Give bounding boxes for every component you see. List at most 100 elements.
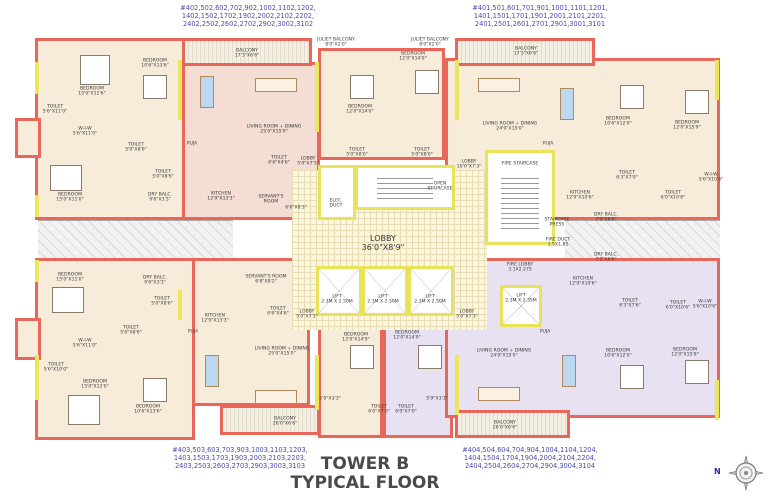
window	[315, 355, 319, 410]
room-size: 12'0"X14'9"	[393, 336, 421, 341]
room-name: BEDROOM	[673, 347, 697, 353]
compass-icon	[728, 455, 764, 491]
flat-numbers-line: #403,503,603,703,903,1003,1103,1203,	[172, 446, 308, 454]
elec-duct	[318, 165, 356, 220]
room-name: TOILET	[127, 142, 145, 148]
room-name: DRY BALC.	[593, 212, 619, 218]
room-name: LIFT	[425, 294, 435, 300]
flat-numbers-line: #404,504,604,704,904,1004,1104,1204,	[462, 446, 598, 454]
room-name: SERVANT'S	[258, 194, 284, 200]
room-label: 5'9"X3'3"	[319, 396, 341, 401]
room-size: 15'0"X11'6"	[78, 92, 106, 97]
flat-numbers-line: 1402,1502,1702,1902,2002,2102,2202,	[181, 12, 315, 20]
bed	[52, 287, 84, 313]
room-size: 5'0"X8'0"	[346, 153, 368, 158]
room-size: 12'9"X10'6"	[569, 282, 597, 287]
room-size: 2.3M X 2.50M	[367, 300, 399, 305]
dining-table	[562, 355, 576, 387]
room-size: 5'0"X7'3"	[297, 162, 319, 167]
room-size: 2.3M X 2.35M	[505, 299, 537, 304]
room-size: 5'6"X11'0"	[72, 344, 98, 349]
room-size: 10'6"X13'6"	[141, 64, 169, 69]
room-name: BEDROOM	[58, 192, 82, 198]
room-size: 6'3"X7'0"	[616, 176, 638, 181]
room-name: BEDROOM	[395, 330, 419, 336]
room-name: W-I-W	[78, 126, 92, 132]
room-name: JULIET BALCONY	[317, 37, 355, 43]
room-size: 12'9"X13'3"	[207, 197, 235, 202]
room-size: 1.5X1.85	[547, 243, 569, 248]
unit-403-bedroom-right	[318, 320, 383, 438]
bed	[350, 75, 374, 99]
lift-4	[500, 285, 542, 327]
room-size: 2.3M X 2.50M	[321, 300, 353, 305]
room-name: BALCONY	[515, 46, 537, 52]
room-size: ROOM	[263, 200, 279, 205]
flat-numbers-line: 1404,1504,1704,1904,2004,2104,2204,	[463, 454, 597, 462]
window	[178, 60, 182, 120]
sofa	[255, 78, 297, 92]
room-size: 8'0"X2'0"	[325, 43, 347, 48]
room-name: LIVING ROOM + DINING	[476, 348, 532, 354]
flat-numbers-line: 2401,2501,2601,2701,2901,3001,3101	[474, 20, 606, 28]
room-name: SERVANT'S ROOM	[245, 274, 287, 280]
room-name: TOILET	[348, 147, 366, 153]
room-size: PRESS	[549, 223, 565, 228]
unit-403-balcony	[220, 405, 320, 435]
room-name: TOILET	[47, 362, 65, 368]
room-label: DRY BALC.9'6"X3'3"	[148, 193, 172, 204]
room-size: 12'0"X14'0"	[346, 110, 374, 115]
room-label: PUJA	[540, 329, 551, 334]
room-name: BEDROOM	[344, 332, 368, 338]
room-size: 26'0"X6'6"	[272, 422, 298, 427]
room-size: 36'0"X8'9"	[361, 243, 405, 252]
bed	[143, 75, 167, 99]
room-name: PUJA	[539, 329, 551, 335]
fire-staircase	[485, 150, 555, 245]
open-gap-right	[565, 220, 720, 260]
room-name: LOBBY	[459, 309, 475, 315]
room-name: BALCONY	[236, 48, 258, 54]
bed	[620, 365, 644, 389]
room-name: TOILET	[270, 155, 288, 161]
room-name: LOBBY	[300, 156, 316, 162]
room-name: BEDROOM	[58, 272, 82, 278]
room-size: 12'9"X13'3"	[201, 319, 229, 324]
room-size: 6'6"X8'3"	[285, 205, 307, 211]
window	[455, 355, 459, 415]
lift-3	[408, 266, 454, 316]
room-size: 8'0"X2'0"	[419, 43, 441, 48]
flat-numbers-bottom-right: #404,504,604,704,904,1004,1104,1204, 140…	[462, 446, 598, 470]
north-label: N	[714, 467, 721, 476]
room-name: BEDROOM	[80, 86, 104, 92]
room-label: FIRE STAIRCASE	[502, 161, 539, 166]
room-name: LIFT	[516, 293, 526, 299]
